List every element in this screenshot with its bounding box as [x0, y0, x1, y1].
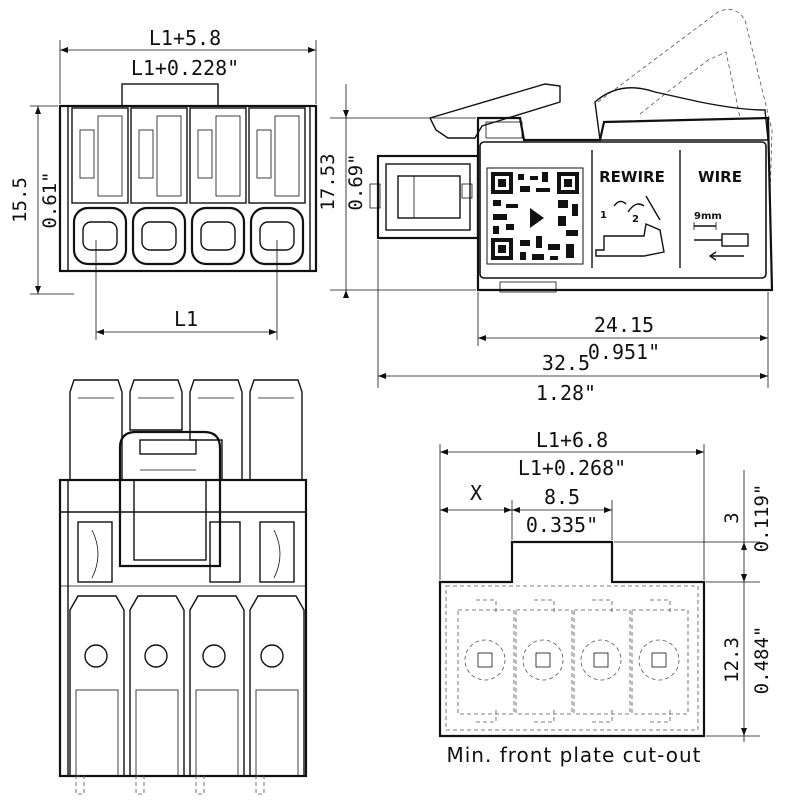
qr-code-icon [486, 167, 584, 265]
side-depth-dimension: 24.15 0.951" 32.5 1.28" [377, 240, 769, 405]
front-pole-1 [71, 107, 129, 266]
cutout-height-metric: 12.3 [721, 637, 743, 683]
top-pole-4 [249, 595, 305, 777]
cutout-offset-label: X [470, 481, 482, 505]
rewire-step-2: 2 [632, 214, 639, 225]
side-height-imperial: 0.69" [345, 153, 367, 210]
side-total-imperial: 1.28" [536, 381, 596, 405]
front-width-dimension: L1+5.8 L1+0.228" [59, 26, 317, 104]
top-pole-2 [129, 595, 185, 777]
cutout-view: L1+6.8 L1+0.268" X 8.5 0.335" 3 0.119" [438, 428, 773, 767]
front-height-dimension: 15.5 0.61" [9, 105, 74, 295]
wire-label: WIRE [698, 168, 742, 186]
wire-strip-icon: 9mm [693, 211, 749, 261]
side-depth-metric: 24.15 [594, 313, 654, 337]
side-view: REWIRE WIRE 1 2 9mm [317, 8, 774, 405]
front-width-imperial: L1+0.228" [131, 56, 239, 80]
cutout-tab-height-dimension: 3 0.119" [614, 470, 773, 742]
front-view: L1+5.8 L1+0.228" 15.5 0.61" L1 [9, 26, 318, 340]
cutout-width-metric: L1+6.8 [536, 428, 608, 452]
strip-length-label: 9mm [694, 211, 722, 222]
plug-nose [369, 154, 480, 240]
front-pitch-dimension: L1 [95, 240, 278, 340]
top-pole-3 [189, 595, 245, 777]
cutout-width-dimension: L1+6.8 L1+0.268" [439, 428, 705, 580]
cutout-tab-height-imperial: 0.119" [751, 484, 773, 553]
cutout-height-dimension: 12.3 0.484" [706, 574, 773, 737]
front-pole-3 [189, 107, 247, 266]
side-depth-imperial: 0.951" [588, 340, 660, 364]
product-label: REWIRE WIRE 1 2 9mm [479, 141, 767, 279]
rewire-label: REWIRE [599, 168, 665, 186]
front-height-metric: 15.5 [9, 177, 31, 223]
front-pitch-label: L1 [174, 307, 198, 331]
top-view [58, 379, 308, 795]
cutout-tab-width-dimension: 8.5 0.335" [512, 485, 613, 540]
cutout-caption: Min. front plate cut-out [446, 743, 701, 767]
cutout-ghost [445, 585, 699, 731]
front-pole-2 [130, 107, 188, 266]
cutout-offset-dimension: X [440, 481, 513, 540]
cutout-tab-width-metric: 8.5 [544, 485, 580, 509]
rewire-icon: 1 2 [595, 195, 665, 257]
rewire-step-1: 1 [600, 210, 607, 221]
front-height-imperial: 0.61" [39, 171, 61, 228]
side-height-dimension: 17.53 0.69" [317, 84, 476, 298]
cutout-tab-height-metric: 3 [721, 512, 743, 523]
cutout-height-imperial: 0.484" [751, 626, 773, 695]
side-total-metric: 32.5 [542, 351, 590, 375]
side-height-metric: 17.53 [317, 153, 339, 210]
top-pole-1 [69, 595, 125, 777]
front-width-metric: L1+5.8 [149, 26, 221, 50]
cutout-tab-width-imperial: 0.335" [526, 513, 598, 537]
cutout-width-imperial: L1+0.268" [518, 456, 626, 480]
